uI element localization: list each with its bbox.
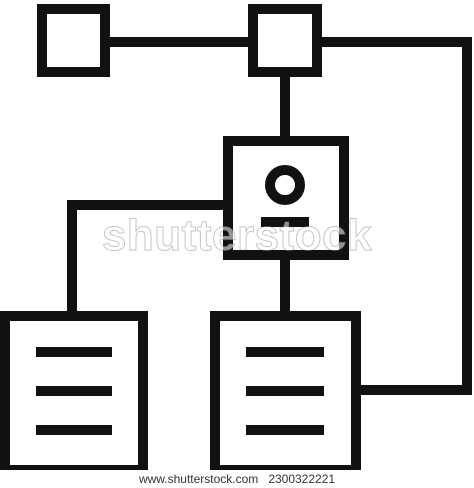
profile-card-box [223,136,349,260]
left-connector-line [67,200,228,316]
top-right-node-box [248,4,322,77]
user-avatar-icon [265,165,305,205]
footer-image-id: 2300322221 [268,472,336,486]
top-left-node-box [37,4,110,77]
right-connector-line [317,37,472,395]
footer-bar: www.shutterstock.com 2300322221 [0,470,474,488]
footer-site-text: www.shutterstock.com [138,472,259,486]
